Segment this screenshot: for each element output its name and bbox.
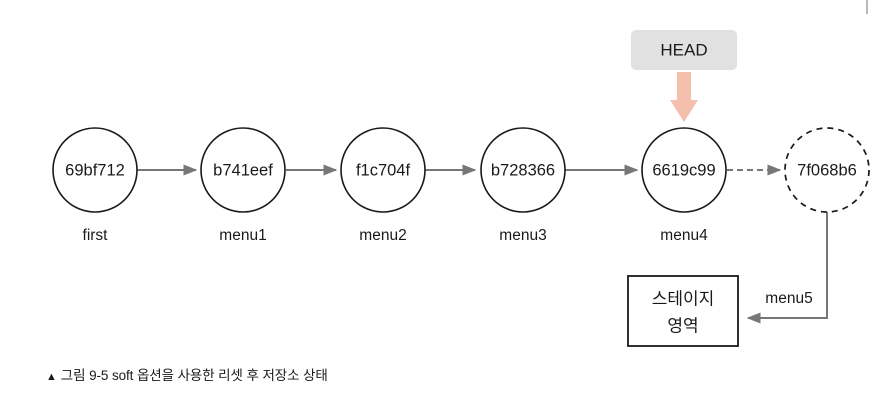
commit-label: first <box>83 227 109 244</box>
commit-circle <box>480 127 566 213</box>
caption-triangle-icon: ▲ <box>46 371 57 383</box>
commit-circle <box>641 127 727 213</box>
head-arrow-icon <box>670 72 698 122</box>
commit-circle <box>200 127 286 213</box>
commit-node-menu4[interactable]: 6619c99 menu4 <box>641 127 727 244</box>
commit-label: menu2 <box>359 227 406 244</box>
head-box <box>631 30 737 70</box>
commit-node-menu3[interactable]: b728366 menu3 <box>480 127 566 244</box>
commit-node-first[interactable]: 69bf712 first <box>52 127 138 244</box>
commit-node-menu2[interactable]: f1c704f menu2 <box>340 127 426 244</box>
commit-label: menu4 <box>660 227 708 244</box>
caption-text: 그림 9-5 soft 옵션을 사용한 리셋 후 저장소 상태 <box>60 368 328 383</box>
commit-node-menu1[interactable]: b741eef menu1 <box>200 127 286 244</box>
commit-hash: 7f068b6 <box>797 161 857 179</box>
stage-area-rect <box>627 275 739 347</box>
head-label: HEAD <box>660 40 707 59</box>
commit-circle-dashed <box>784 127 870 213</box>
stage-area-line1: 스테이지 <box>652 289 715 308</box>
commit-label: menu1 <box>219 227 266 244</box>
commit-label: menu3 <box>499 227 546 244</box>
commit-hash: f1c704f <box>356 161 411 179</box>
commit-hash: 6619c99 <box>652 161 715 179</box>
commit-circle <box>340 127 426 213</box>
commit-node-detached[interactable]: 7f068b6 <box>784 127 870 213</box>
edge-detached-to-stage-area <box>746 212 828 324</box>
head-pointer[interactable]: HEAD <box>631 30 737 122</box>
commit-hash: 69bf712 <box>65 161 125 179</box>
stage-area-line2: 영역 <box>667 316 698 335</box>
commit-hash: b728366 <box>491 161 555 179</box>
commit-circle <box>52 127 138 213</box>
commit-hash: b741eef <box>213 161 273 179</box>
page-edge-mark <box>866 0 868 14</box>
edge-label-menu5: menu5 <box>765 290 812 307</box>
figure-caption: ▲그림 9-5 soft 옵션을 사용한 리셋 후 저장소 상태 <box>46 364 328 384</box>
stage-area-box[interactable]: 스테이지 영역 <box>627 275 739 347</box>
